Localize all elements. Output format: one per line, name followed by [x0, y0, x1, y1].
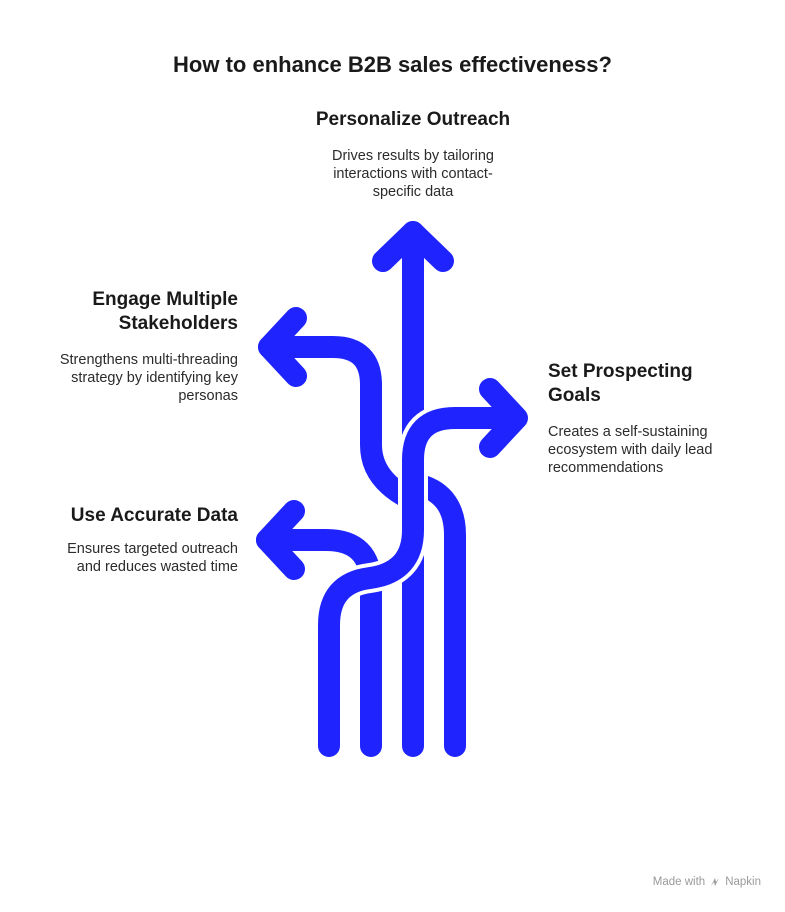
prospecting-arrow [314, 378, 530, 761]
made-with-footer: Made with Napkin [653, 876, 761, 888]
stakeholders-heading: Engage Multiple Stakeholders [92, 289, 238, 334]
stakeholders-description: Strengthens multi-threading strategy by … [59, 352, 238, 404]
accurate-heading: Use Accurate Data [70, 505, 238, 526]
accurate-description: Ensures targeted outreach and reduces wa… [67, 541, 238, 575]
napkin-logo-icon [711, 878, 720, 886]
prospecting-description: Creates a self-sustaining ecosystem with… [548, 424, 713, 476]
prospecting-heading: Set Prospecting Goals [548, 361, 693, 406]
personalize-description: Drives results by tailoring interactions… [332, 148, 494, 200]
footer-brand[interactable]: Napkin [725, 876, 761, 888]
footer-prefix: Made with [652, 876, 706, 888]
personalize-heading: Personalize Outreach [315, 109, 511, 130]
stakeholders-arrow [254, 307, 427, 515]
diagram-title: How to enhance B2B sales effectiveness? [173, 52, 612, 77]
